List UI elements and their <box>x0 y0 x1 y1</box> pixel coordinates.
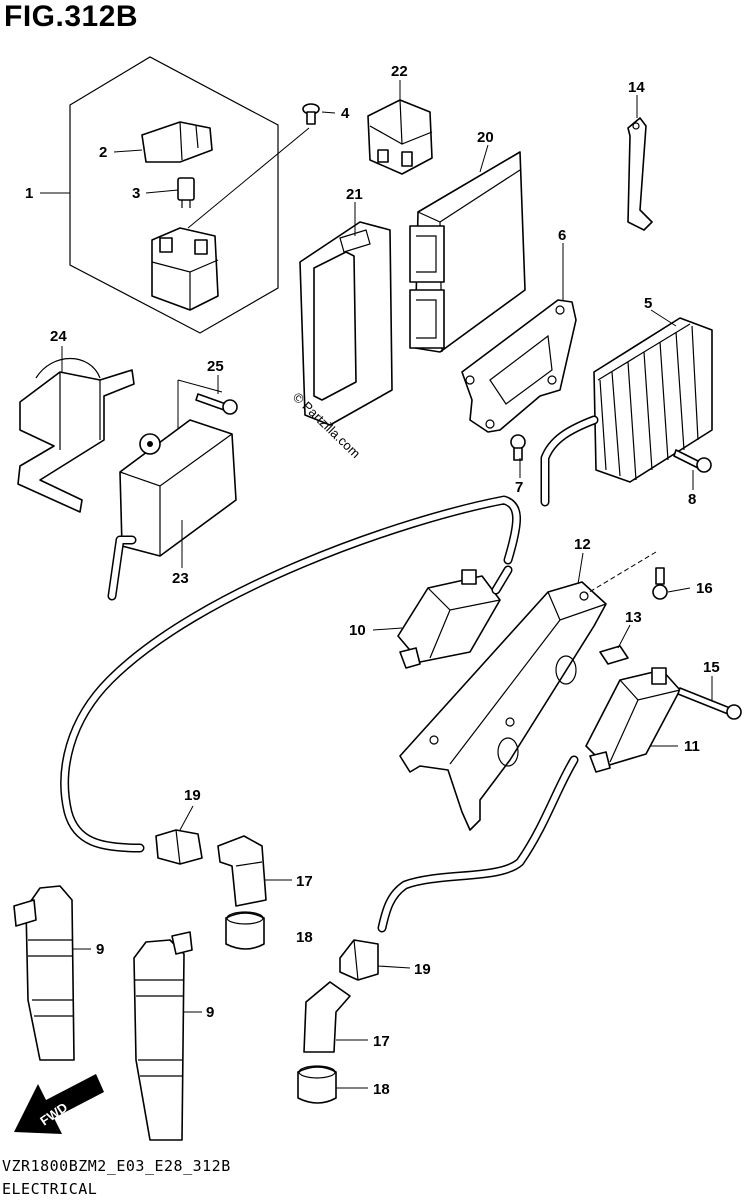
callout-13: 13 <box>625 609 642 626</box>
ignition-coil-part-11[interactable] <box>585 667 681 773</box>
relay-cover-part-2[interactable] <box>141 121 213 163</box>
callout-20: 20 <box>477 129 494 146</box>
callout-21: 21 <box>346 186 363 203</box>
ecm-cover-part-21[interactable] <box>299 221 393 426</box>
bracket-part-24[interactable] <box>17 357 135 513</box>
bolt-part-15[interactable] <box>677 687 742 720</box>
boot-part-17-upper[interactable] <box>217 835 267 907</box>
callout-10: 10 <box>349 622 366 639</box>
coil-bracket-part-12[interactable] <box>399 581 607 831</box>
callout-17-upper: 17 <box>296 873 313 890</box>
callout-18-lower: 18 <box>373 1081 390 1098</box>
relay-body[interactable] <box>151 227 219 311</box>
sensor-part-23[interactable] <box>119 419 237 557</box>
bolt-part-7[interactable] <box>510 434 526 461</box>
callouts: 1 2 3 4 22 20 21 14 6 5 7 8 24 25 23 10 … <box>25 63 720 1098</box>
callout-25: 25 <box>207 358 224 375</box>
callout-18-upper: 18 <box>296 929 313 946</box>
callout-12: 12 <box>574 536 591 553</box>
callout-15: 15 <box>703 659 720 676</box>
starter-relay-group[interactable] <box>69 56 320 334</box>
collar-part-13[interactable] <box>599 645 629 665</box>
callout-8: 8 <box>688 491 696 508</box>
callout-11: 11 <box>684 738 700 755</box>
fuse-part-3[interactable] <box>177 177 195 208</box>
leader-lines <box>40 80 713 1089</box>
callout-19-upper: 19 <box>184 787 201 804</box>
callout-2: 2 <box>99 144 107 161</box>
forward-arrow-icon <box>14 1074 104 1134</box>
callout-3: 3 <box>132 185 140 202</box>
callout-5: 5 <box>644 295 652 312</box>
callout-9-left: 9 <box>96 941 104 958</box>
bolt-part-8[interactable] <box>673 449 712 473</box>
ignition-coil-part-10[interactable] <box>397 569 501 669</box>
callout-23: 23 <box>172 570 189 587</box>
regulator-part-5[interactable] <box>593 317 713 483</box>
callout-17-lower: 17 <box>373 1033 390 1050</box>
bolt-part-25[interactable] <box>195 393 238 415</box>
plug-cap-part-9-left[interactable] <box>13 885 75 1061</box>
callout-7: 7 <box>515 479 523 496</box>
screw-part-4[interactable] <box>302 103 320 125</box>
plug-part-19-lower[interactable] <box>339 939 379 981</box>
callout-9-right: 9 <box>206 1004 214 1021</box>
boot-part-17-lower[interactable] <box>303 981 351 1053</box>
callout-22: 22 <box>391 63 408 80</box>
plug-part-19-upper[interactable] <box>155 829 203 865</box>
callout-24: 24 <box>50 328 67 345</box>
ecm-part-20[interactable] <box>409 151 526 353</box>
callout-19-lower: 19 <box>414 961 431 978</box>
diagram-name: ELECTRICAL <box>2 1180 98 1198</box>
ring-part-18-lower[interactable] <box>297 1065 337 1104</box>
bolt-part-16[interactable] <box>652 567 668 600</box>
callout-1: 1 <box>25 185 33 202</box>
callout-14: 14 <box>628 79 645 96</box>
callout-6: 6 <box>558 227 566 244</box>
bracket-part-6[interactable] <box>461 299 577 433</box>
ring-part-18-upper[interactable] <box>225 911 265 950</box>
callout-16: 16 <box>696 580 713 597</box>
callout-4: 4 <box>341 105 350 122</box>
diagram-code: VZR1800BZM2_E03_E28_312B <box>2 1157 231 1175</box>
connector-part-22[interactable] <box>367 99 433 175</box>
plug-cap-part-9-right[interactable] <box>133 931 193 1141</box>
figure-title: FIG.312B <box>4 0 139 33</box>
strap-part-14[interactable] <box>627 117 653 231</box>
